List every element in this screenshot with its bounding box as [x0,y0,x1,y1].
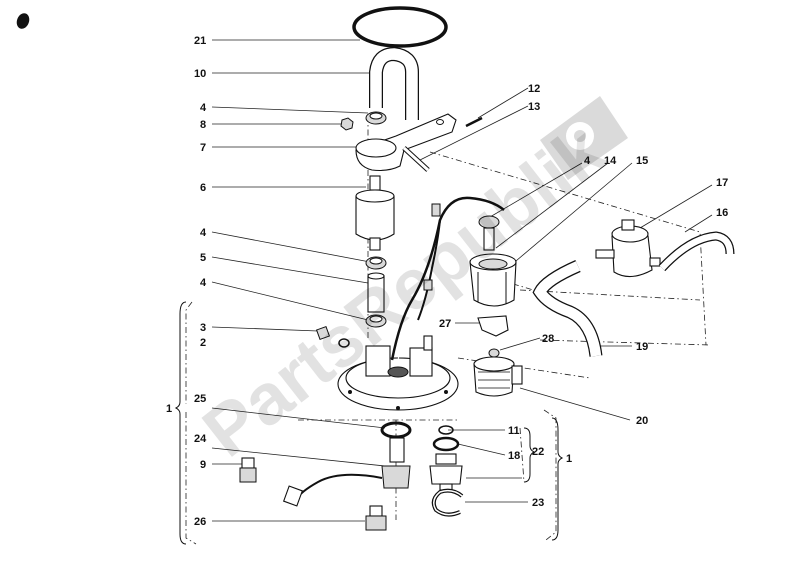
hose-5 [367,272,385,313]
o-ring-25 [380,421,412,439]
circlip-23 [431,488,464,517]
callout-labels: 21 10 4 8 7 6 4 5 4 3 2 1 25 24 9 26 12 … [166,35,728,528]
callout-4: 4 [200,277,207,289]
fuel-filter-6 [355,175,395,251]
callout-10: 10 [194,68,206,80]
callout-14: 14 [604,155,617,167]
leader-lines [211,39,713,522]
callout-11: 11 [508,425,520,437]
connector-24 [282,437,411,507]
washer-2 [338,338,350,348]
callout-27: 27 [439,318,451,330]
wiring-harness [390,196,505,361]
hose-16 [658,231,735,272]
pump-flange-1 [337,335,459,411]
nut-8 [340,117,354,131]
callout-28: 28 [542,333,554,345]
callout-17: 17 [716,177,728,189]
round-bullet-icon [16,13,30,29]
callout-4: 4 [200,102,207,114]
callout-19: 19 [636,341,648,353]
callout-4: 4 [200,227,207,239]
clamp-4-lower [365,314,387,328]
callout-24: 24 [194,433,207,445]
fitting-26 [365,505,387,531]
callout-25: 25 [194,393,206,405]
clip-27 [477,315,509,337]
fitting-9 [239,457,257,483]
callout-2: 2 [200,337,206,349]
gear-icon [540,96,628,180]
callout-12: 12 [528,83,540,95]
callout-8: 8 [200,119,206,131]
clamp-4-top [365,111,387,125]
callout-20: 20 [636,415,648,427]
callout-4: 4 [584,155,591,167]
watermark-text: PartsRepublik [189,111,621,473]
callout-3: 3 [200,322,206,334]
strainer-28 [473,348,523,397]
callout-6: 6 [200,182,206,194]
ring-11 [438,425,454,435]
callout-15: 15 [636,155,648,167]
bracket-7 [355,113,457,172]
ring-18 [432,436,460,452]
regulator-17 [595,219,661,278]
callout-18: 18 [508,450,520,462]
callout-7: 7 [200,142,206,154]
callout-26: 26 [194,516,206,528]
sensor-3 [315,325,331,341]
hose-10 [369,46,419,120]
callout-23: 23 [532,497,544,509]
callout-9: 9 [200,459,206,471]
callout-1: 1 [566,453,572,465]
o-ring-21 [352,6,448,48]
brace-marks [174,301,564,545]
callout-16: 16 [716,207,728,219]
clamp-4-middle [365,256,387,270]
valve-22 [429,453,463,491]
callout-13: 13 [528,101,540,113]
callout-21: 21 [194,35,206,47]
watermark: PartsRepublik [189,111,621,473]
hose-19 [532,260,603,357]
fuel-pump-14 [469,215,517,307]
callout-1: 1 [166,403,172,415]
callout-22: 22 [532,446,544,458]
screw-12 [465,116,483,128]
callout-5: 5 [200,252,206,264]
